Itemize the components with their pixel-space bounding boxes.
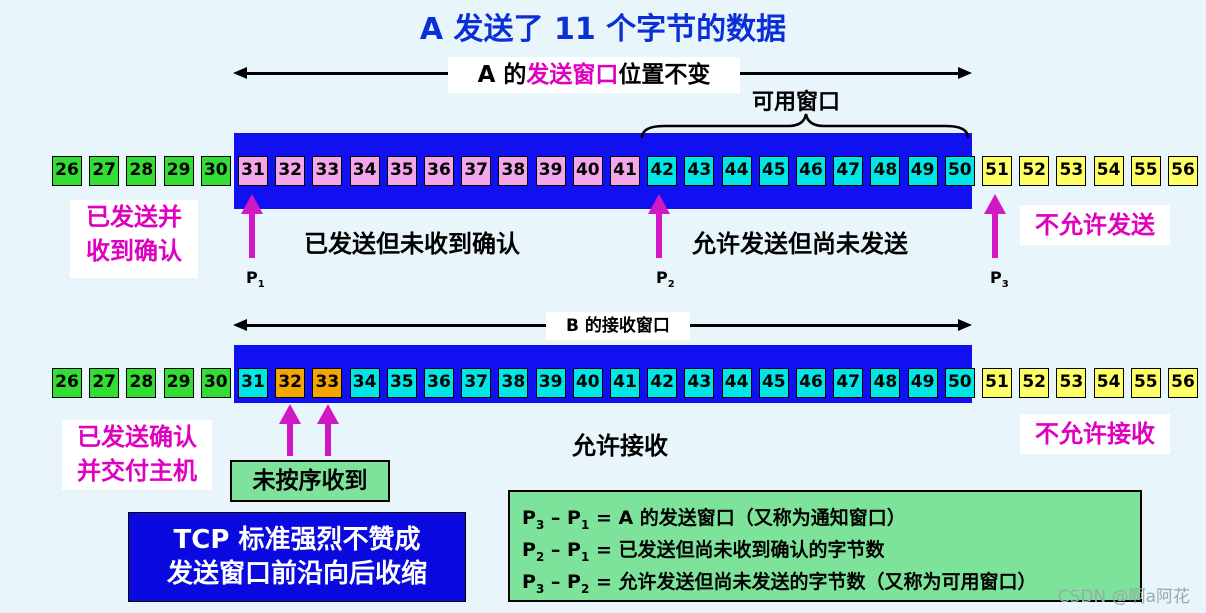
byte-cell: 26 [52, 368, 82, 398]
byte-cell: 46 [796, 156, 826, 186]
byte-cell: 27 [89, 156, 120, 186]
usable-window-brace [640, 113, 970, 139]
byte-cell: 34 [349, 156, 380, 186]
byte-cell: 39 [535, 368, 566, 398]
sender-unacked-note: 已发送但未收到确认 [304, 230, 520, 258]
byte-cell: 49 [907, 368, 938, 398]
byte-cell: 55 [1130, 368, 1161, 398]
formula-line: P3 – P2 = 允许发送但尚未发送的字节数（又称为可用窗口） [522, 571, 1037, 596]
watermark: CSDN @啊a阿花 [1057, 587, 1190, 607]
byte-cell: 37 [461, 156, 492, 186]
byte-cell: 40 [572, 156, 603, 186]
byte-cell: 54 [1093, 156, 1124, 186]
sender-not-allowed-note: 不允许发送 [1020, 205, 1170, 245]
byte-cell: 52 [1019, 156, 1050, 186]
byte-cell: 44 [721, 156, 752, 186]
byte-cell: 37 [461, 368, 492, 398]
byte-cell: 56 [1168, 156, 1198, 186]
byte-cell: 29 [163, 156, 194, 186]
byte-cell: 50 [944, 156, 975, 186]
byte-cell: 49 [907, 156, 938, 186]
byte-cell: 30 [200, 368, 231, 398]
byte-cell: 36 [424, 156, 454, 186]
byte-cell: 28 [126, 156, 157, 186]
byte-cell: 43 [684, 368, 715, 398]
receiver-allowed-note: 允许接收 [572, 432, 668, 460]
byte-cell: 35 [386, 156, 417, 186]
byte-cell: 38 [498, 368, 529, 398]
byte-cell: 56 [1168, 368, 1198, 398]
receiver-delivered-note: 已发送确认并交付主机 [62, 420, 212, 490]
receiver-not-allowed-note: 不允许接收 [1020, 414, 1170, 454]
byte-cell: 41 [610, 368, 640, 398]
page-title: A 发送了 11 个字节的数据 [419, 12, 787, 47]
byte-cell: 31 [238, 156, 268, 186]
byte-cell: 44 [721, 368, 752, 398]
byte-cell: 31 [238, 368, 268, 398]
byte-cell: 41 [610, 156, 640, 186]
byte-cell: 40 [572, 368, 603, 398]
byte-cell: 35 [386, 368, 417, 398]
pointer-p3-label: P3 [990, 268, 1009, 291]
byte-cell: 30 [200, 156, 231, 186]
byte-cell: 52 [1019, 368, 1050, 398]
formula-line: P2 – P1 = 已发送但尚未收到确认的字节数 [522, 539, 885, 564]
byte-cell: 50 [944, 368, 975, 398]
byte-cell: 53 [1056, 368, 1087, 398]
receiver-window-label: B 的接收窗口 [546, 312, 690, 340]
byte-cell: 28 [126, 368, 157, 398]
byte-cell: 32 [275, 156, 306, 186]
byte-cell: 47 [833, 368, 864, 398]
byte-cell: 47 [833, 156, 864, 186]
byte-cell: 34 [349, 368, 380, 398]
byte-cell: 48 [870, 156, 901, 186]
tcp-note: TCP 标准强烈不赞成发送窗口前沿向后收缩 [128, 512, 466, 602]
byte-cell: 55 [1130, 156, 1161, 186]
out-of-order-note: 未按序收到 [230, 460, 390, 502]
sender-acked-note: 已发送并收到确认 [70, 200, 198, 278]
formula-line: P3 – P1 = A 的发送窗口（又称为通知窗口） [522, 507, 906, 532]
byte-cell: 45 [758, 368, 789, 398]
byte-cell: 43 [684, 156, 715, 186]
byte-cell: 26 [52, 156, 82, 186]
pointer-p2-label: P2 [656, 268, 675, 291]
byte-cell: 32 [275, 368, 306, 398]
byte-cell: 36 [424, 368, 454, 398]
byte-cell: 29 [163, 368, 194, 398]
byte-cell: 53 [1056, 156, 1087, 186]
byte-cell: 42 [647, 368, 678, 398]
byte-cell: 46 [796, 368, 826, 398]
byte-cell: 27 [89, 368, 120, 398]
byte-cell: 33 [312, 368, 343, 398]
byte-cell: 51 [982, 156, 1012, 186]
formula-box [508, 490, 1142, 602]
byte-cell: 45 [758, 156, 789, 186]
byte-cell: 54 [1093, 368, 1124, 398]
byte-cell: 42 [647, 156, 678, 186]
sender-window-label: A 的发送窗口位置不变 [448, 57, 740, 93]
usable-window-label: 可用窗口 [752, 90, 841, 115]
pointer-p1-label: P1 [246, 268, 265, 291]
byte-cell: 48 [870, 368, 901, 398]
byte-cell: 51 [982, 368, 1012, 398]
byte-cell: 33 [312, 156, 343, 186]
byte-cell: 38 [498, 156, 529, 186]
sender-allowed-note: 允许发送但尚未发送 [692, 230, 908, 258]
byte-cell: 39 [535, 156, 566, 186]
